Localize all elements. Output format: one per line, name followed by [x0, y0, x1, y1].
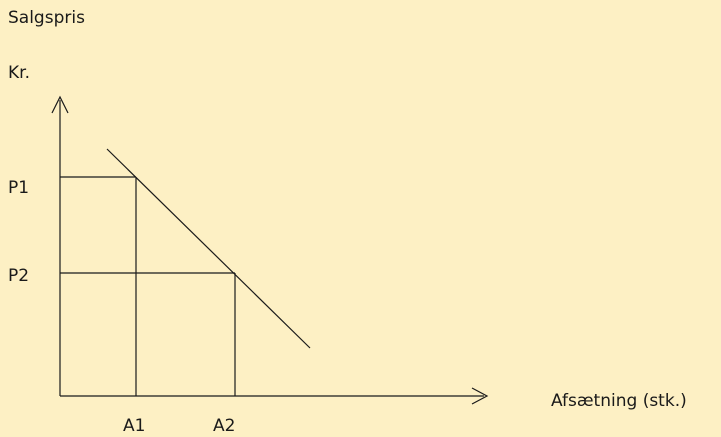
x-axis-arrow-icon: [471, 387, 489, 405]
y-axis-label: Kr.: [8, 63, 30, 83]
price-label-p1: P1: [8, 178, 29, 198]
diagram-title: Salgspris: [8, 8, 85, 28]
x-axis-label: Afsætning (stk.): [551, 391, 687, 411]
price-label-p2: P2: [8, 266, 29, 286]
y-axis-arrow-icon: [51, 95, 69, 114]
quantity-label-a2: A2: [213, 416, 235, 436]
demand-line: [106, 148, 311, 349]
quantity-label-a1: A1: [123, 416, 145, 436]
